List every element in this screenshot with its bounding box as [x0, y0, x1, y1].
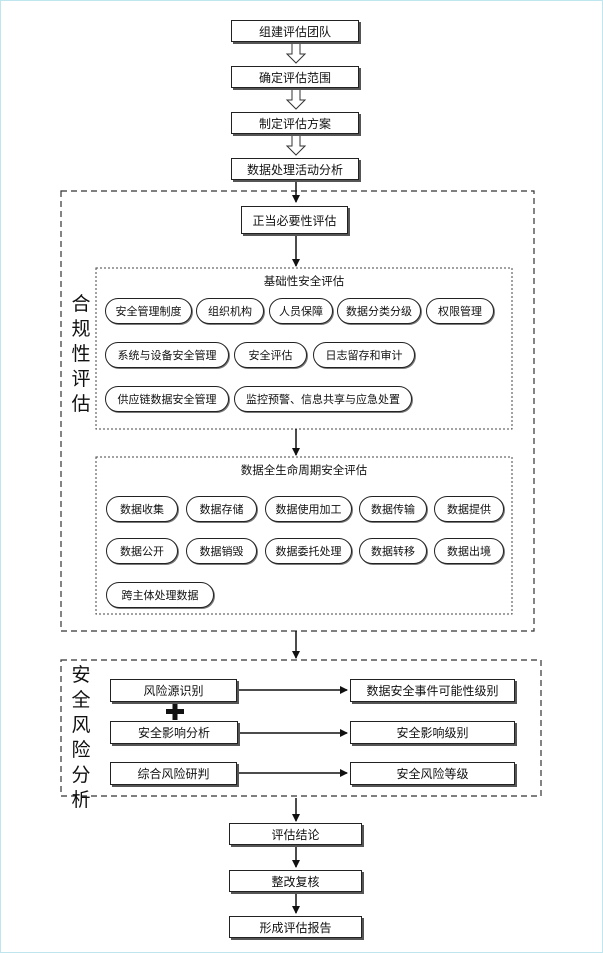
lifecycle-group-border [95, 456, 513, 615]
hollow-arrow [285, 88, 307, 110]
event-likelihood-level: 数据安全事件可能性级别 [350, 679, 515, 702]
step-build-team: 组建评估团队 [231, 20, 359, 42]
basic-item: 系统与设备安全管理 [105, 342, 229, 368]
lifecycle-item: 数据传输 [359, 496, 427, 522]
basic-item: 供应链数据安全管理 [105, 386, 229, 412]
compliance-container [60, 190, 535, 632]
hollow-arrow [285, 134, 307, 156]
basic-item: 安全管理制度 [105, 298, 192, 324]
risk-grade: 安全风险等级 [350, 762, 515, 785]
lifecycle-item: 数据使用加工 [265, 496, 352, 522]
lifecycle-item: 数据存储 [186, 496, 257, 522]
compliance-label: 合规性评估 [71, 293, 91, 415]
lifecycle-item: 数据提供 [434, 496, 504, 522]
step-rectify-review: 整改复核 [229, 870, 362, 892]
comprehensive-risk-judgment: 综合风险研判 [110, 762, 237, 785]
lifecycle-item: 跨主体处理数据 [106, 582, 214, 608]
lifecycle-item: 数据委托处理 [265, 538, 352, 564]
lifecycle-item: 数据出境 [434, 538, 504, 564]
basic-item: 数据分类分级 [337, 298, 421, 324]
basic-group-title: 基础性安全评估 [263, 274, 345, 288]
step-make-plan: 制定评估方案 [231, 112, 359, 134]
basic-item: 监控预警、信息共享与应急处置 [234, 386, 412, 412]
lifecycle-item: 数据转移 [359, 538, 427, 564]
impact-level: 安全影响级别 [350, 721, 515, 744]
basic-item: 日志留存和审计 [313, 342, 415, 368]
basic-item: 安全评估 [234, 342, 307, 368]
hollow-arrow [285, 42, 307, 64]
basic-group-border [95, 267, 513, 430]
plus-icon [166, 703, 184, 720]
lifecycle-item: 数据公开 [106, 538, 178, 564]
step-conclusion: 评估结论 [229, 823, 362, 845]
risk-label: 安全风险分析 [71, 664, 91, 811]
lifecycle-group-title: 数据全生命周期安全评估 [240, 463, 368, 477]
basic-item: 组织机构 [196, 298, 264, 324]
risk-source-identification: 风险源识别 [110, 679, 237, 702]
impact-analysis: 安全影响分析 [110, 721, 238, 744]
lifecycle-item: 数据收集 [106, 496, 178, 522]
step-define-scope: 确定评估范围 [231, 66, 359, 88]
basic-item: 人员保障 [269, 298, 333, 324]
step-activity-analysis: 数据处理活动分析 [231, 158, 359, 180]
basic-item: 权限管理 [426, 298, 494, 324]
step-report: 形成评估报告 [229, 916, 362, 938]
legitimacy-assessment: 正当必要性评估 [241, 206, 348, 234]
lifecycle-item: 数据销毁 [186, 538, 257, 564]
risk-container [60, 659, 542, 797]
